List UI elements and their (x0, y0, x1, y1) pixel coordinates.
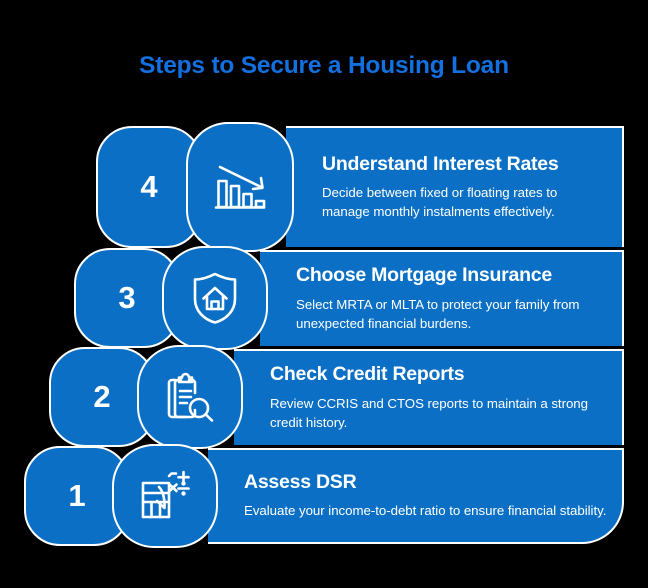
step-heading-3: Choose Mortgage Insurance (296, 264, 552, 287)
step-icon-container-3 (162, 246, 268, 350)
step-number-pill-4: 4 (96, 126, 202, 248)
step-icon-container-4 (186, 122, 294, 252)
step-heading-1: Assess DSR (244, 470, 357, 493)
step-number-1: 1 (68, 477, 86, 513)
clipboard-magnifier-icon (164, 370, 216, 424)
step-icon-container-2 (137, 345, 243, 449)
shield-house-icon (190, 271, 240, 325)
steps-list: Understand Interest Rates Decide between… (0, 122, 648, 548)
step-description-1: Evaluate your income-to-debt ratio to en… (244, 503, 607, 519)
step-number-2: 2 (93, 378, 111, 414)
step-heading-2: Check Credit Reports (270, 363, 465, 386)
step-icon-container-1 (112, 444, 218, 548)
step-description-3: Select MRTA or MLTA to protect your fami… (296, 296, 580, 331)
declining-bar-chart-icon (212, 162, 268, 212)
step-text-panel-1: Assess DSR Evaluate your income-to-debt … (208, 448, 624, 544)
step-description-4: Decide between fixed or floating rates t… (322, 185, 558, 220)
step-number-4: 4 (140, 168, 158, 204)
step-heading-4: Understand Interest Rates (322, 152, 559, 175)
step-text-panel-4: Understand Interest Rates Decide between… (286, 126, 624, 247)
page-title: Steps to Secure a Housing Loan (139, 52, 509, 79)
calculator-math-icon (138, 469, 192, 523)
step-number-3: 3 (118, 279, 136, 315)
step-text-panel-3: Choose Mortgage Insurance Select MRTA or… (260, 250, 624, 346)
step-description-2: Review CCRIS and CTOS reports to maintai… (270, 395, 588, 430)
step-text-panel-2: Check Credit Reports Review CCRIS and CT… (234, 349, 624, 445)
